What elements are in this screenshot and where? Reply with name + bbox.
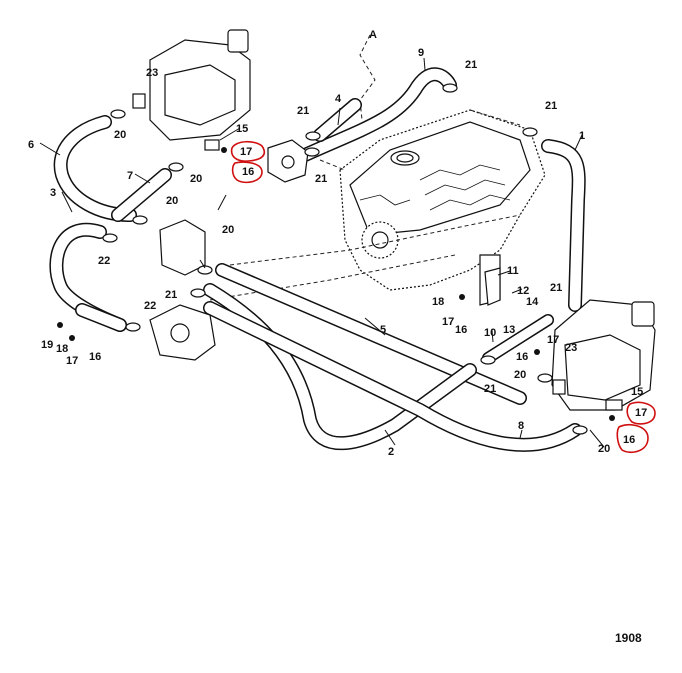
callout-20-br: 20 [598,443,610,455]
callout-17-right: 17 [635,407,647,419]
callout-15-right: 15 [631,386,643,398]
leader-lines [39,57,605,448]
callout-20-right: 20 [514,369,526,381]
callout-17-left: 17 [66,355,78,367]
routing-lines [209,34,521,301]
thermostat-housing [159,219,206,276]
callout-21-right: 21 [550,282,562,294]
callout-15-top: 15 [236,123,248,135]
fitting-23-left [132,93,146,109]
callout-22-low: 22 [144,300,156,312]
callout-4: 4 [335,93,342,105]
bracket [484,267,501,306]
callout-21-top1: 21 [297,105,309,117]
callout-18-mid: 18 [432,296,444,308]
hoses [49,67,586,452]
callout-16-left: 16 [89,351,101,363]
callout-18-left: 18 [56,343,68,355]
callout-21-low: 21 [484,383,496,395]
annotation-circle-17-right [626,401,656,425]
callout-6: 6 [28,139,34,151]
callout-10: 10 [484,327,496,339]
callout-1: 1 [579,130,585,142]
callout-9: 9 [418,47,424,59]
callout-21-top3: 21 [545,100,557,112]
fitting-23-right [552,379,566,395]
callout-16-mid: 16 [455,324,467,336]
callout-17-mid: 17 [442,316,454,328]
callout-16-top: 16 [242,166,254,178]
plug-16-left [221,147,227,153]
callout-19: 19 [41,339,53,351]
callout-20-tl: 20 [114,129,126,141]
annotation-circle-16-top [231,161,263,184]
fitting-15-left [204,139,220,151]
plug-16-right [609,415,615,421]
callout-7: 7 [127,170,133,182]
components [57,29,656,435]
figure-number: 1908 [615,631,642,645]
hose-clamps [102,83,588,435]
callout-17-top: 17 [240,146,252,158]
callout-20-mr: 20 [222,224,234,236]
callout-21-left: 21 [165,289,177,301]
annotation-circle-17-top [230,140,266,162]
callout-5: 5 [380,324,386,336]
callout-23-left: 23 [146,67,158,79]
callout-21-mid: 21 [315,173,327,185]
fitting-15-right [605,399,623,411]
callout-A: A [369,29,377,41]
callout-23-right: 23 [565,342,577,354]
callout-8: 8 [518,420,524,432]
callout-16-right: 16 [623,434,635,446]
callout-22-left: 22 [98,255,110,267]
callout-16-lowmid: 16 [516,351,528,363]
red-annotations [230,140,656,454]
callout-12: 12 [517,285,529,297]
callout-14: 14 [526,296,539,308]
callout-20-ml: 20 [166,195,178,207]
callout-20-tm: 20 [190,173,202,185]
callout-21-top2: 21 [465,59,477,71]
callout-labels: A 1 2 3 4 5 6 7 8 9 10 11 12 13 14 15 15… [28,29,647,458]
callout-17-lowmid: 17 [547,334,559,346]
callout-3: 3 [50,187,56,199]
annotation-circle-16-right [616,423,649,454]
callout-11: 11 [507,265,519,277]
callout-13: 13 [503,324,515,336]
callout-2: 2 [388,446,394,458]
